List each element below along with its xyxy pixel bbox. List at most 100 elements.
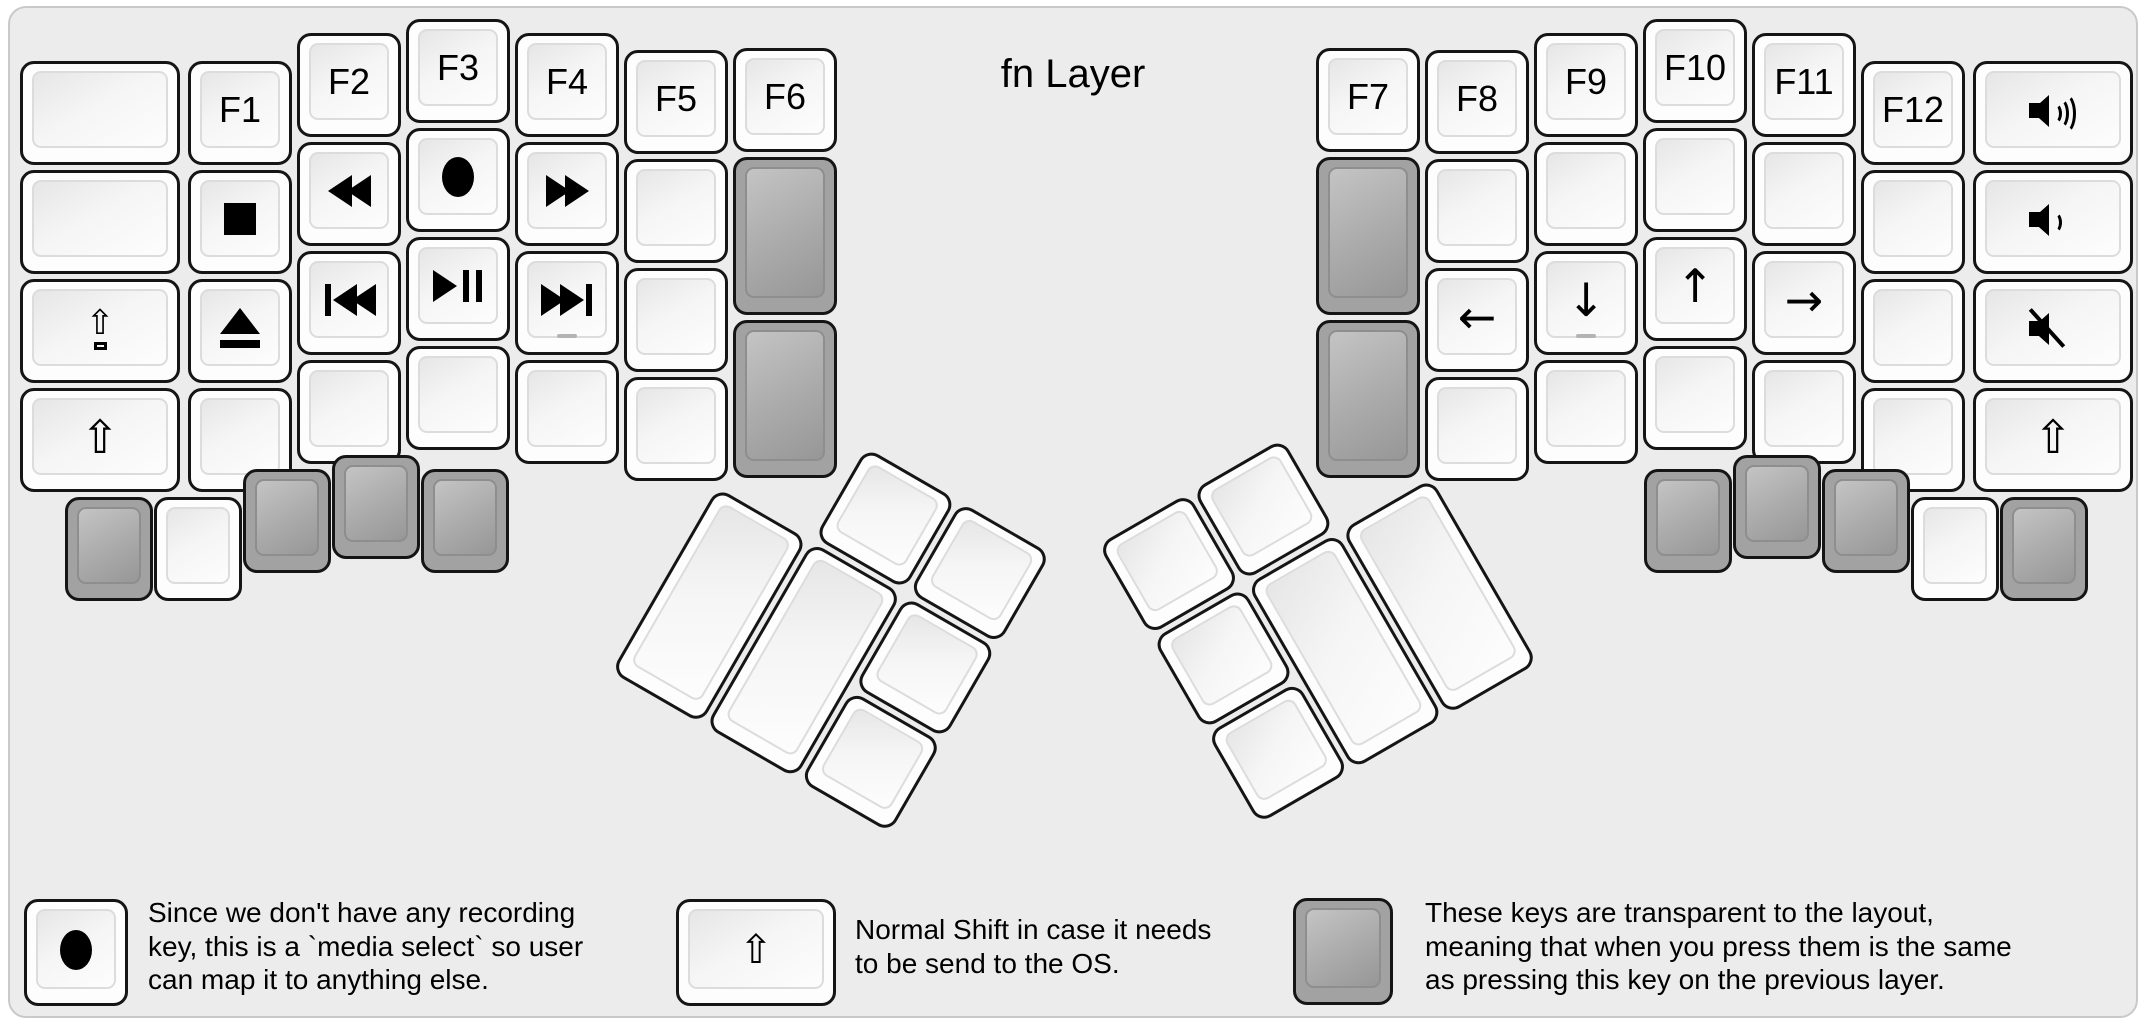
key-rewind[interactable] <box>297 142 401 246</box>
keycap-face <box>527 370 607 447</box>
key-f7-label: F7 <box>1346 76 1389 117</box>
key-f11[interactable]: F11 <box>1752 33 1856 137</box>
key-transparent[interactable] <box>1316 320 1420 478</box>
keycap-face <box>688 909 824 989</box>
key-shift-right[interactable]: ⇧ <box>1973 388 2133 492</box>
key-transparent[interactable] <box>332 455 420 559</box>
key-blank[interactable] <box>20 61 180 165</box>
key-f8[interactable]: F8 <box>1425 50 1529 154</box>
key-eject[interactable] <box>188 279 292 383</box>
key-transparent[interactable] <box>733 157 837 315</box>
key-blank[interactable] <box>1752 360 1856 464</box>
key-transparent[interactable] <box>65 497 153 601</box>
homing-dash <box>557 334 577 338</box>
key-transparent[interactable] <box>2000 497 2088 601</box>
key-f4[interactable]: F4 <box>515 33 619 137</box>
legend-key-shift-label: ⇧ <box>739 926 773 973</box>
key-f12[interactable]: F12 <box>1861 61 1965 165</box>
key-volume-down[interactable] <box>1973 170 2133 274</box>
mute-icon <box>2027 305 2079 351</box>
key-transparent[interactable] <box>421 469 509 573</box>
key-blank[interactable] <box>624 268 728 372</box>
keycap-face <box>32 180 168 257</box>
legend-key-record <box>24 899 128 1006</box>
key-blank[interactable] <box>1425 159 1529 263</box>
key-transparent[interactable] <box>733 320 837 478</box>
key-volume-up[interactable] <box>1973 61 2133 165</box>
glyph-wrap: ↑ <box>1646 240 1744 332</box>
key-transparent[interactable] <box>1733 455 1821 559</box>
keycap-face <box>1764 261 1844 338</box>
key-blank[interactable] <box>1425 377 1529 481</box>
key-arrow-up[interactable]: ↑ <box>1643 237 1747 341</box>
key-fast-forward[interactable] <box>515 142 619 246</box>
key-shift-left[interactable]: ⇧ <box>20 388 180 492</box>
key-next-track[interactable] <box>515 251 619 355</box>
key-blank[interactable] <box>1861 170 1965 274</box>
keycap-face <box>1655 138 1735 215</box>
glyph-wrap: ← <box>1428 271 1526 363</box>
keycap-face <box>309 43 389 120</box>
key-f3[interactable]: F3 <box>406 19 510 123</box>
keycap-face <box>636 169 716 246</box>
key-prev-track[interactable] <box>297 251 401 355</box>
keycap-face <box>636 387 716 464</box>
key-blank[interactable] <box>624 377 728 481</box>
glyph-wrap <box>191 173 289 265</box>
key-transparent[interactable] <box>1316 157 1420 315</box>
glyph-wrap: F9 <box>1537 36 1635 128</box>
key-f5[interactable]: F5 <box>624 50 728 154</box>
key-mute[interactable] <box>1973 279 2133 383</box>
key-f7[interactable]: F7 <box>1316 48 1420 152</box>
key-blank[interactable] <box>515 360 619 464</box>
keycap-face <box>1546 43 1626 120</box>
key-play-pause[interactable] <box>406 237 510 341</box>
key-blank[interactable] <box>406 346 510 450</box>
key-blank[interactable] <box>1643 346 1747 450</box>
key-transparent[interactable] <box>1822 469 1910 573</box>
keycap-face <box>166 507 230 584</box>
keycap-face <box>1764 370 1844 447</box>
key-transparent[interactable] <box>243 469 331 573</box>
key-blank[interactable] <box>1861 279 1965 383</box>
key-blank[interactable] <box>20 170 180 274</box>
keycap-face <box>1328 167 1408 298</box>
keycap-face <box>418 29 498 106</box>
previous-track-icon <box>323 284 376 316</box>
rewind-icon <box>327 175 371 207</box>
key-blank[interactable] <box>1534 142 1638 246</box>
key-arrow-down-label: ↓ <box>1566 273 1606 327</box>
key-blank[interactable] <box>154 497 242 601</box>
key-blank[interactable] <box>624 159 728 263</box>
glyph-wrap: ↓ <box>1537 254 1635 346</box>
keycap-face <box>1764 152 1844 229</box>
glyph-wrap <box>1976 282 2130 374</box>
key-f1[interactable]: F1 <box>188 61 292 165</box>
key-record[interactable] <box>406 128 510 232</box>
key-blank[interactable] <box>297 360 401 464</box>
key-arrow-left[interactable]: ← <box>1425 268 1529 372</box>
key-f9[interactable]: F9 <box>1534 33 1638 137</box>
keycap-face <box>344 465 408 542</box>
key-blank[interactable] <box>1643 128 1747 232</box>
keycap-face <box>36 909 116 989</box>
key-arrow-right[interactable]: → <box>1752 251 1856 355</box>
key-blank[interactable] <box>1534 360 1638 464</box>
key-f10[interactable]: F10 <box>1643 19 1747 123</box>
key-blank[interactable] <box>1752 142 1856 246</box>
key-f6[interactable]: F6 <box>733 48 837 152</box>
key-blank[interactable] <box>1911 497 1999 601</box>
key-f2[interactable]: F2 <box>297 33 401 137</box>
key-arrow-down[interactable]: ↓ <box>1534 251 1638 355</box>
key-stop[interactable] <box>188 170 292 274</box>
glyph-wrap <box>1976 64 2130 156</box>
key-f8-label: F8 <box>1455 78 1498 119</box>
key-caps-lock[interactable]: ⇧ <box>20 279 180 383</box>
keycap-face <box>1873 180 1953 257</box>
key-transparent[interactable] <box>1644 469 1732 573</box>
legend-text-line: These keys are transparent to the layout… <box>1425 897 1934 928</box>
key-arrow-up-label: ↑ <box>1675 259 1715 313</box>
key-f5-label: F5 <box>654 78 697 119</box>
key-f9-label: F9 <box>1564 61 1607 102</box>
